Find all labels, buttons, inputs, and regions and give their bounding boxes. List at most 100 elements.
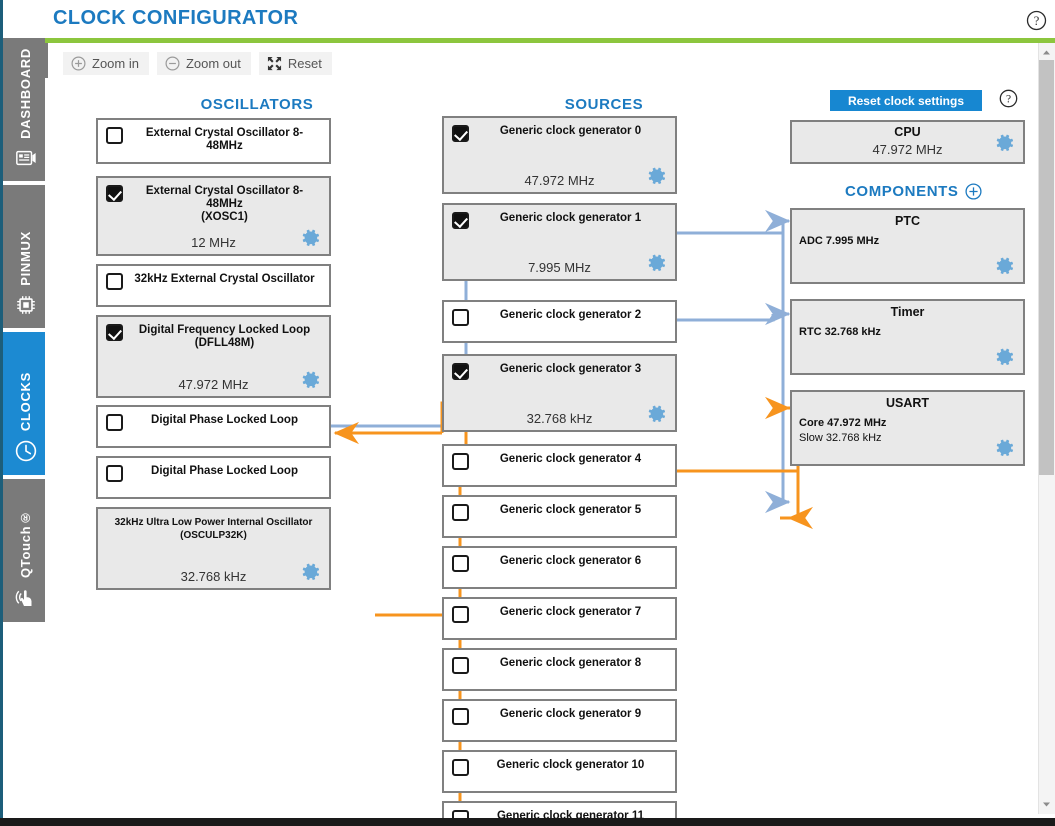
gclk-0-frequency: 47.972 MHz bbox=[524, 173, 595, 188]
help-circle-icon[interactable]: ? bbox=[1026, 10, 1047, 31]
gclk-3-checkbox[interactable] bbox=[452, 363, 469, 380]
svg-text:?: ? bbox=[1006, 94, 1011, 106]
reset-clock-settings-button[interactable]: Reset clock settings bbox=[830, 90, 982, 111]
gclk-0[interactable]: Generic clock generator 0 47.972 MHz bbox=[442, 116, 677, 194]
gclk-9-checkbox[interactable] bbox=[452, 708, 469, 725]
rail-item-dashboard[interactable]: DASHBOARD bbox=[3, 38, 48, 181]
help-circle-icon[interactable]: ? bbox=[999, 89, 1018, 108]
osc-osculp32k-title: 32kHz Ultra Low Power Internal Oscillato… bbox=[114, 517, 313, 541]
gclk-11[interactable]: Generic clock generator 11 bbox=[442, 801, 677, 818]
component-timer-line-0: RTC 32.768 kHz bbox=[799, 326, 881, 338]
gclk-2-checkbox[interactable] bbox=[452, 309, 469, 326]
gclk-2[interactable]: Generic clock generator 2 bbox=[442, 300, 677, 343]
osc-dpll1-checkbox[interactable] bbox=[106, 465, 123, 482]
gclk-1-title: Generic clock generator 1 bbox=[499, 212, 642, 224]
osc-osculp32k[interactable]: 32kHz Ultra Low Power Internal Oscillato… bbox=[96, 507, 331, 590]
osc-dpll0-checkbox[interactable] bbox=[106, 414, 123, 431]
clock-diagram-canvas: OSCILLATORS SOURCES COMPONENTS External … bbox=[45, 78, 1040, 818]
gclk-4[interactable]: Generic clock generator 4 bbox=[442, 444, 677, 487]
gclk-6-checkbox[interactable] bbox=[452, 555, 469, 572]
osc-dpll0-title: Digital Phase Locked Loop bbox=[151, 414, 298, 426]
rail-item-pinmux[interactable]: PINMUX bbox=[3, 185, 48, 328]
component-usart-title: USART bbox=[885, 396, 930, 410]
osc-dfll48m-settings-gear-icon[interactable] bbox=[301, 370, 321, 390]
scroll-down-arrow-icon[interactable] bbox=[1040, 798, 1053, 811]
gclk-6[interactable]: Generic clock generator 6 bbox=[442, 546, 677, 589]
plus-circle-icon[interactable] bbox=[964, 183, 982, 200]
osc-dpll0[interactable]: Digital Phase Locked Loop bbox=[96, 405, 331, 448]
component-timer-settings-gear-icon[interactable] bbox=[995, 347, 1015, 367]
gclk-8-checkbox[interactable] bbox=[452, 657, 469, 674]
osc-xosc32k[interactable]: 32kHz External Crystal Oscillator bbox=[96, 264, 331, 307]
cpu-settings-gear-icon[interactable] bbox=[995, 133, 1015, 153]
touch-icon bbox=[14, 586, 38, 610]
gclk-5[interactable]: Generic clock generator 5 bbox=[442, 495, 677, 538]
osc-xosc0[interactable]: External Crystal Oscillator 8-48MHz bbox=[96, 118, 331, 164]
osc-xosc32k-title: 32kHz External Crystal Oscillator bbox=[134, 273, 315, 285]
gclk-1-checkbox[interactable] bbox=[452, 212, 469, 229]
component-usart-settings-gear-icon[interactable] bbox=[995, 438, 1015, 458]
clock-icon bbox=[14, 439, 38, 463]
gclk-1-settings-gear-icon[interactable] bbox=[647, 253, 667, 273]
component-ptc-settings-gear-icon[interactable] bbox=[995, 256, 1015, 276]
gclk-1[interactable]: Generic clock generator 1 7.995 MHz bbox=[442, 203, 677, 281]
gclk-5-checkbox[interactable] bbox=[452, 504, 469, 521]
vertical-scrollbar-thumb[interactable] bbox=[1039, 60, 1054, 475]
osc-xosc1[interactable]: External Crystal Oscillator 8-48MHz(XOSC… bbox=[96, 176, 331, 256]
osc-xosc0-title: External Crystal Oscillator 8-48MHz bbox=[145, 127, 304, 152]
gclk-8-title: Generic clock generator 8 bbox=[499, 657, 642, 669]
osc-osculp32k-settings-gear-icon[interactable] bbox=[301, 562, 321, 582]
svg-text:?: ? bbox=[1034, 14, 1040, 28]
gclk-6-title: Generic clock generator 6 bbox=[499, 555, 642, 567]
gclk-10[interactable]: Generic clock generator 10 bbox=[442, 750, 677, 793]
osc-dpll1[interactable]: Digital Phase Locked Loop bbox=[96, 456, 331, 499]
gclk-0-checkbox[interactable] bbox=[452, 125, 469, 142]
window-bottom-strip bbox=[0, 818, 1055, 826]
osc-dfll48m-checkbox[interactable] bbox=[106, 324, 123, 341]
osc-dfll48m-title: Digital Frequency Locked Loop(DFLL48M) bbox=[138, 324, 311, 349]
gclk-0-settings-gear-icon[interactable] bbox=[647, 166, 667, 186]
reset-view-button[interactable]: Reset bbox=[258, 52, 332, 75]
rail-item-label: QTouch® bbox=[18, 509, 33, 578]
gclk-9-title: Generic clock generator 9 bbox=[499, 708, 642, 720]
cpu-frequency: 47.972 MHz bbox=[872, 142, 943, 157]
rail-item-label: DASHBOARD bbox=[18, 48, 33, 139]
osc-xosc1-checkbox[interactable] bbox=[106, 185, 123, 202]
gclk-3-settings-gear-icon[interactable] bbox=[647, 404, 667, 424]
osc-dfll48m[interactable]: Digital Frequency Locked Loop(DFLL48M)47… bbox=[96, 315, 331, 398]
osc-xosc0-checkbox[interactable] bbox=[106, 127, 123, 144]
fit-screen-icon bbox=[267, 56, 282, 71]
scroll-up-arrow-icon[interactable] bbox=[1040, 46, 1053, 59]
gclk-8[interactable]: Generic clock generator 8 bbox=[442, 648, 677, 691]
gclk-9[interactable]: Generic clock generator 9 bbox=[442, 699, 677, 742]
minus-circle-icon bbox=[165, 56, 180, 71]
zoom-out-button[interactable]: Zoom out bbox=[156, 52, 251, 75]
component-ptc-title: PTC bbox=[895, 214, 920, 228]
accent-bar bbox=[45, 38, 1055, 43]
column-header-sources: SOURCES bbox=[564, 96, 644, 113]
gclk-7[interactable]: Generic clock generator 7 bbox=[442, 597, 677, 640]
page-title: CLOCK CONFIGURATOR bbox=[53, 7, 299, 29]
gclk-4-checkbox[interactable] bbox=[452, 453, 469, 470]
osc-xosc1-frequency: 12 MHz bbox=[191, 235, 236, 250]
gclk-3-title: Generic clock generator 3 bbox=[499, 363, 642, 375]
gclk-11-checkbox[interactable] bbox=[452, 810, 469, 818]
rail-item-clocks[interactable]: CLOCKS bbox=[3, 332, 48, 475]
rail-item-qtouch[interactable]: QTouch® bbox=[3, 479, 48, 622]
gclk-0-title: Generic clock generator 0 bbox=[499, 125, 642, 137]
osc-xosc32k-checkbox[interactable] bbox=[106, 273, 123, 290]
chip-icon bbox=[15, 294, 37, 316]
gclk-7-title: Generic clock generator 7 bbox=[499, 606, 642, 618]
osc-xosc1-settings-gear-icon[interactable] bbox=[301, 228, 321, 248]
rail-item-label: PINMUX bbox=[18, 231, 33, 286]
gclk-7-checkbox[interactable] bbox=[452, 606, 469, 623]
gclk-1-frequency: 7.995 MHz bbox=[528, 260, 591, 275]
canvas-toolbar: Zoom in Zoom out Reset bbox=[63, 52, 332, 75]
zoom-in-button[interactable]: Zoom in bbox=[63, 52, 149, 75]
gclk-10-checkbox[interactable] bbox=[452, 759, 469, 776]
